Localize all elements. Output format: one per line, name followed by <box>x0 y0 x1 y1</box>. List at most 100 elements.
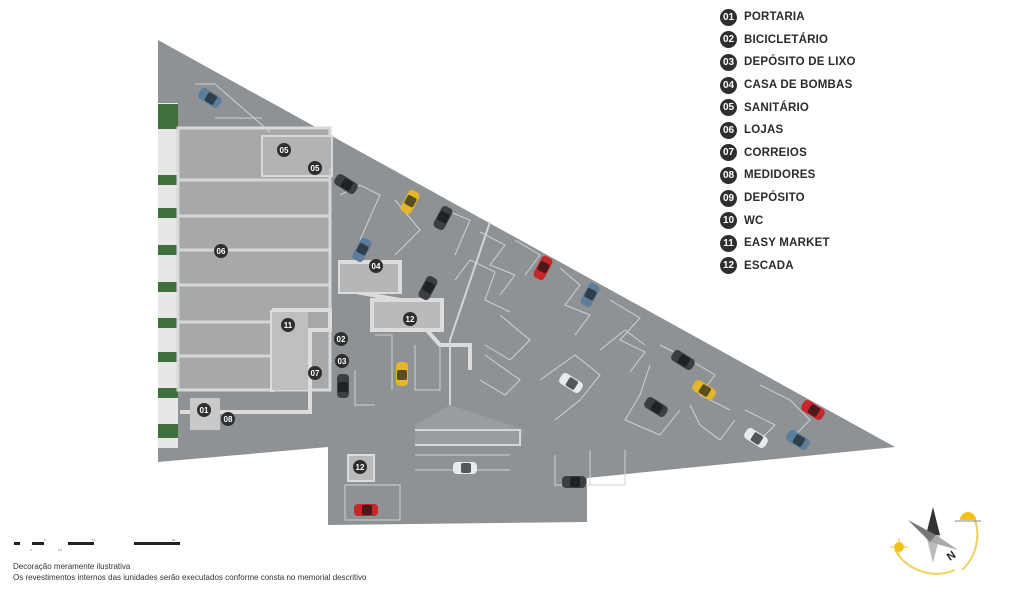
svg-text:04: 04 <box>372 262 381 271</box>
car <box>786 430 810 450</box>
marker-02: 02 <box>334 332 348 346</box>
pump-room-area <box>340 264 398 292</box>
legend-label: WC <box>744 214 764 227</box>
legend-label: CORREIOS <box>744 146 807 159</box>
legend-number-badge: 03 <box>720 53 737 71</box>
legend-label: LOJAS <box>744 124 784 137</box>
car <box>334 174 358 194</box>
scale-tick: 20 <box>172 538 176 542</box>
legend-item: 10 WC <box>720 209 920 232</box>
marker-08: 08 <box>221 412 235 426</box>
ramp-area <box>415 405 525 444</box>
car <box>453 462 477 474</box>
marker-01: 01 <box>197 403 211 417</box>
car <box>354 504 378 516</box>
legend-item: 08 MEDIDORES <box>720 164 920 187</box>
sunrise-icon <box>955 512 981 522</box>
north-arrow <box>926 507 940 535</box>
legend-label: PORTARIA <box>744 11 805 24</box>
car <box>744 428 768 448</box>
car <box>400 189 420 215</box>
svg-text:05: 05 <box>280 146 289 155</box>
legend-item: 06 LOJAS <box>720 119 920 142</box>
north-label: N <box>945 549 958 563</box>
legend-item: 05 SANITÁRIO <box>720 96 920 119</box>
parked-cars <box>198 88 825 516</box>
legend-label: SANITÁRIO <box>744 101 810 114</box>
svg-text:06: 06 <box>217 247 226 256</box>
legend-number-badge: 07 <box>720 144 737 162</box>
svg-text:03: 03 <box>338 357 347 366</box>
car <box>671 350 695 370</box>
scale-tick: 10 <box>92 538 96 542</box>
scale-tick: 2,5 <box>58 548 63 552</box>
legend-number-badge: 04 <box>720 76 737 94</box>
legend-number-badge: 10 <box>720 212 737 230</box>
legend-number-badge: 01 <box>720 8 737 26</box>
marker-05b: 05 <box>308 161 322 175</box>
legend-label: DEPÓSITO DE LIXO <box>744 56 856 69</box>
svg-text:07: 07 <box>311 369 320 378</box>
legend-number-badge: 02 <box>720 31 737 49</box>
legend-number-badge: 08 <box>720 166 737 184</box>
marker-06: 06 <box>214 244 228 258</box>
car <box>801 400 825 420</box>
legend-number-badge: 11 <box>720 234 737 252</box>
legend-item: 11 EASY MARKET <box>720 232 920 255</box>
svg-text:01: 01 <box>200 406 209 415</box>
sun-icon <box>890 538 908 556</box>
car <box>198 88 222 108</box>
car <box>559 373 583 393</box>
marker-07: 07 <box>308 366 322 380</box>
svg-text:11: 11 <box>284 321 293 330</box>
car <box>533 255 553 281</box>
legend-item: 03 DEPÓSITO DE LIXO <box>720 51 920 74</box>
hedge-strip <box>158 103 178 448</box>
legend-number-badge: 05 <box>720 99 737 117</box>
marker-12a: 12 <box>403 312 417 326</box>
parking-area <box>158 40 895 525</box>
car <box>352 237 372 263</box>
legend-label: ESCADA <box>744 259 794 272</box>
marker-05a: 05 <box>277 143 291 157</box>
svg-text:05: 05 <box>311 164 320 173</box>
legend-label: EASY MARKET <box>744 237 830 250</box>
disclaimer-line1: Decoração meramente ilustrativa <box>13 562 131 571</box>
legend-item: 04 CASA DE BOMBAS <box>720 74 920 97</box>
car <box>418 275 438 301</box>
marker-11: 11 <box>281 318 295 332</box>
car <box>337 374 349 398</box>
legend-number-badge: 12 <box>720 257 737 275</box>
svg-text:08: 08 <box>224 415 233 424</box>
compass-rose: N <box>890 507 981 575</box>
car <box>562 476 586 488</box>
marker-03: 03 <box>335 354 349 368</box>
legend-item: 12 ESCADA <box>720 255 920 278</box>
disclaimer-line2: Os revestimentos internos das iunidades … <box>13 572 367 582</box>
legend-number-badge: 06 <box>720 121 737 139</box>
legend-label: CASA DE BOMBAS <box>744 79 853 92</box>
parking-stalls <box>195 83 811 521</box>
legend-item: 01 PORTARIA <box>720 6 920 29</box>
disclaimer: Decoração meramente ilustrativa Os reves… <box>13 562 367 583</box>
car <box>580 282 600 308</box>
scale-tick: 5 <box>44 538 46 542</box>
marker-04: 04 <box>369 259 383 273</box>
legend-item: 07 CORREIOS <box>720 142 920 165</box>
svg-text:12: 12 <box>406 315 415 324</box>
scale-tick: 0 <box>30 548 32 552</box>
ramp-wall <box>415 429 521 446</box>
car <box>692 380 716 400</box>
svg-text:12: 12 <box>356 463 365 472</box>
svg-text:02: 02 <box>337 335 346 344</box>
divider-wall <box>449 221 491 405</box>
marker-12b: 12 <box>353 460 367 474</box>
scale-bar: 0 2,5 10 20 5 <box>14 538 180 552</box>
legend-number-badge: 09 <box>720 189 737 207</box>
car <box>644 397 668 417</box>
legend-label: MEDIDORES <box>744 169 816 182</box>
